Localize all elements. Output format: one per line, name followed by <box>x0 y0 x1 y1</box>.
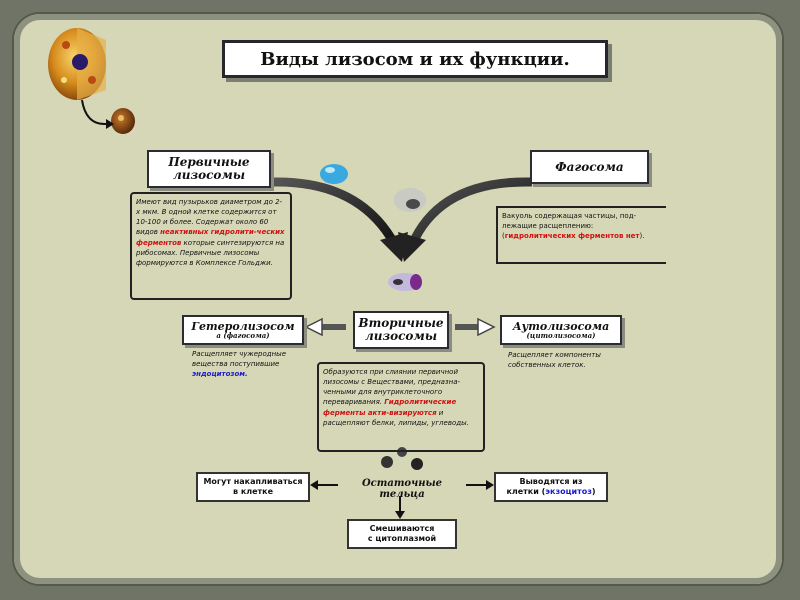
primary-description: Имеют вид пузырьков диаметром до 2-х мкм… <box>130 192 292 300</box>
primary-lysosomes-line2: лизосомы <box>172 168 246 182</box>
mix-cytoplasm-box: Смешиваются с цитоплазмой <box>347 519 457 549</box>
primary-desc-red: неактивных гидролити-ческих ферментов <box>136 228 285 247</box>
autolysosome-label: Аутолизосома <box>512 319 610 333</box>
phagosome-blob-icon <box>394 188 426 212</box>
phagosome-label: Фагосома <box>555 159 624 174</box>
mix-line1: Смешиваются <box>369 523 435 533</box>
heterolysosome-label: Гетеролизосом <box>191 319 295 333</box>
residual-bodies-icon <box>381 447 423 470</box>
phagosome-description: Вакуоль содержащая частицы, под-лежащие … <box>496 206 666 264</box>
heterolysosome-description: Расщепляет чужеродные вещества поступивш… <box>192 349 302 383</box>
secondary-desc-red: Гидролитические ферменты акти-визируются <box>323 398 457 417</box>
accumulate-box: Могут накапливаться в клетке <box>196 472 310 502</box>
heterolysosome-desc-text: Расщепляет чужеродные вещества поступивш… <box>192 350 286 369</box>
mix-line2: с цитоплазмой <box>367 534 437 543</box>
primary-lysosome-blob-icon <box>320 164 348 184</box>
accumulate-line2: в клетке <box>232 487 274 496</box>
phagosome-box: Фагосома <box>530 150 649 184</box>
page-title: Виды лизосом и их функции. <box>222 40 608 78</box>
primary-lysosomes-box: Первичные лизосомы <box>147 150 271 188</box>
autolysosome-desc-text: Расщепляет компоненты собственных клеток… <box>508 351 601 370</box>
exported-line2-blue: экзоцитоз <box>545 487 592 496</box>
exported-line2-pre: клетки ( <box>506 487 546 496</box>
phagosome-desc-text1: Вакуоль содержащая частицы, под-лежащие … <box>502 212 637 241</box>
phagosome-desc-text2: ). <box>639 232 645 241</box>
exported-line2: клетки (экзоцитоз) <box>506 487 595 497</box>
secondary-desc-text1: Образуются при слиянии первичной лизосом… <box>323 368 461 407</box>
primary-desc-text2: которые синтезируются на рибосомах. Перв… <box>136 238 285 267</box>
cell-illustration-icon <box>48 28 106 100</box>
lysosome-small-icon <box>111 108 135 134</box>
exported-box: Выводятся из клетки (экзоцитоз) <box>494 472 608 502</box>
secondary-lysosomes-box: Вторичные лизосомы <box>353 311 449 349</box>
secondary-description: Образуются при слиянии первичной лизосом… <box>317 362 485 452</box>
secondary-lysosomes-line1: Вторичные <box>358 316 444 331</box>
phagosome-desc-red: гидролитических ферментов нет <box>504 232 640 241</box>
autolysosome-sub: (цитолизосома) <box>526 331 596 341</box>
heterolysosome-box: Гетеролизосом а (фагосома) <box>182 315 304 345</box>
primary-lysosomes-line1: Первичные <box>168 155 250 170</box>
residual-bodies-label: Остаточные тельца <box>361 478 443 500</box>
secondary-lysosome-blob-icon <box>388 273 422 291</box>
heterolysosome-desc-blue: эндоцитозом. <box>192 370 248 379</box>
exported-line1: Выводятся из <box>519 476 583 486</box>
heterolysosome-sub: а (фагосома) <box>216 331 270 341</box>
secondary-lysosomes-line2: лизосомы <box>364 329 438 343</box>
primary-desc-text1: Имеют вид пузырьков диаметром до 2-х мкм… <box>136 198 283 237</box>
accumulate-line1: Могут накапливаться <box>203 476 303 486</box>
exported-line2-post: ) <box>591 487 596 496</box>
secondary-desc-text2: и расщепляют белки, липиды, углеводы. <box>323 408 469 427</box>
autolysosome-box: Аутолизосома (цитолизосома) <box>500 315 622 345</box>
autolysosome-description: Расщепляет компоненты собственных клеток… <box>508 350 618 372</box>
